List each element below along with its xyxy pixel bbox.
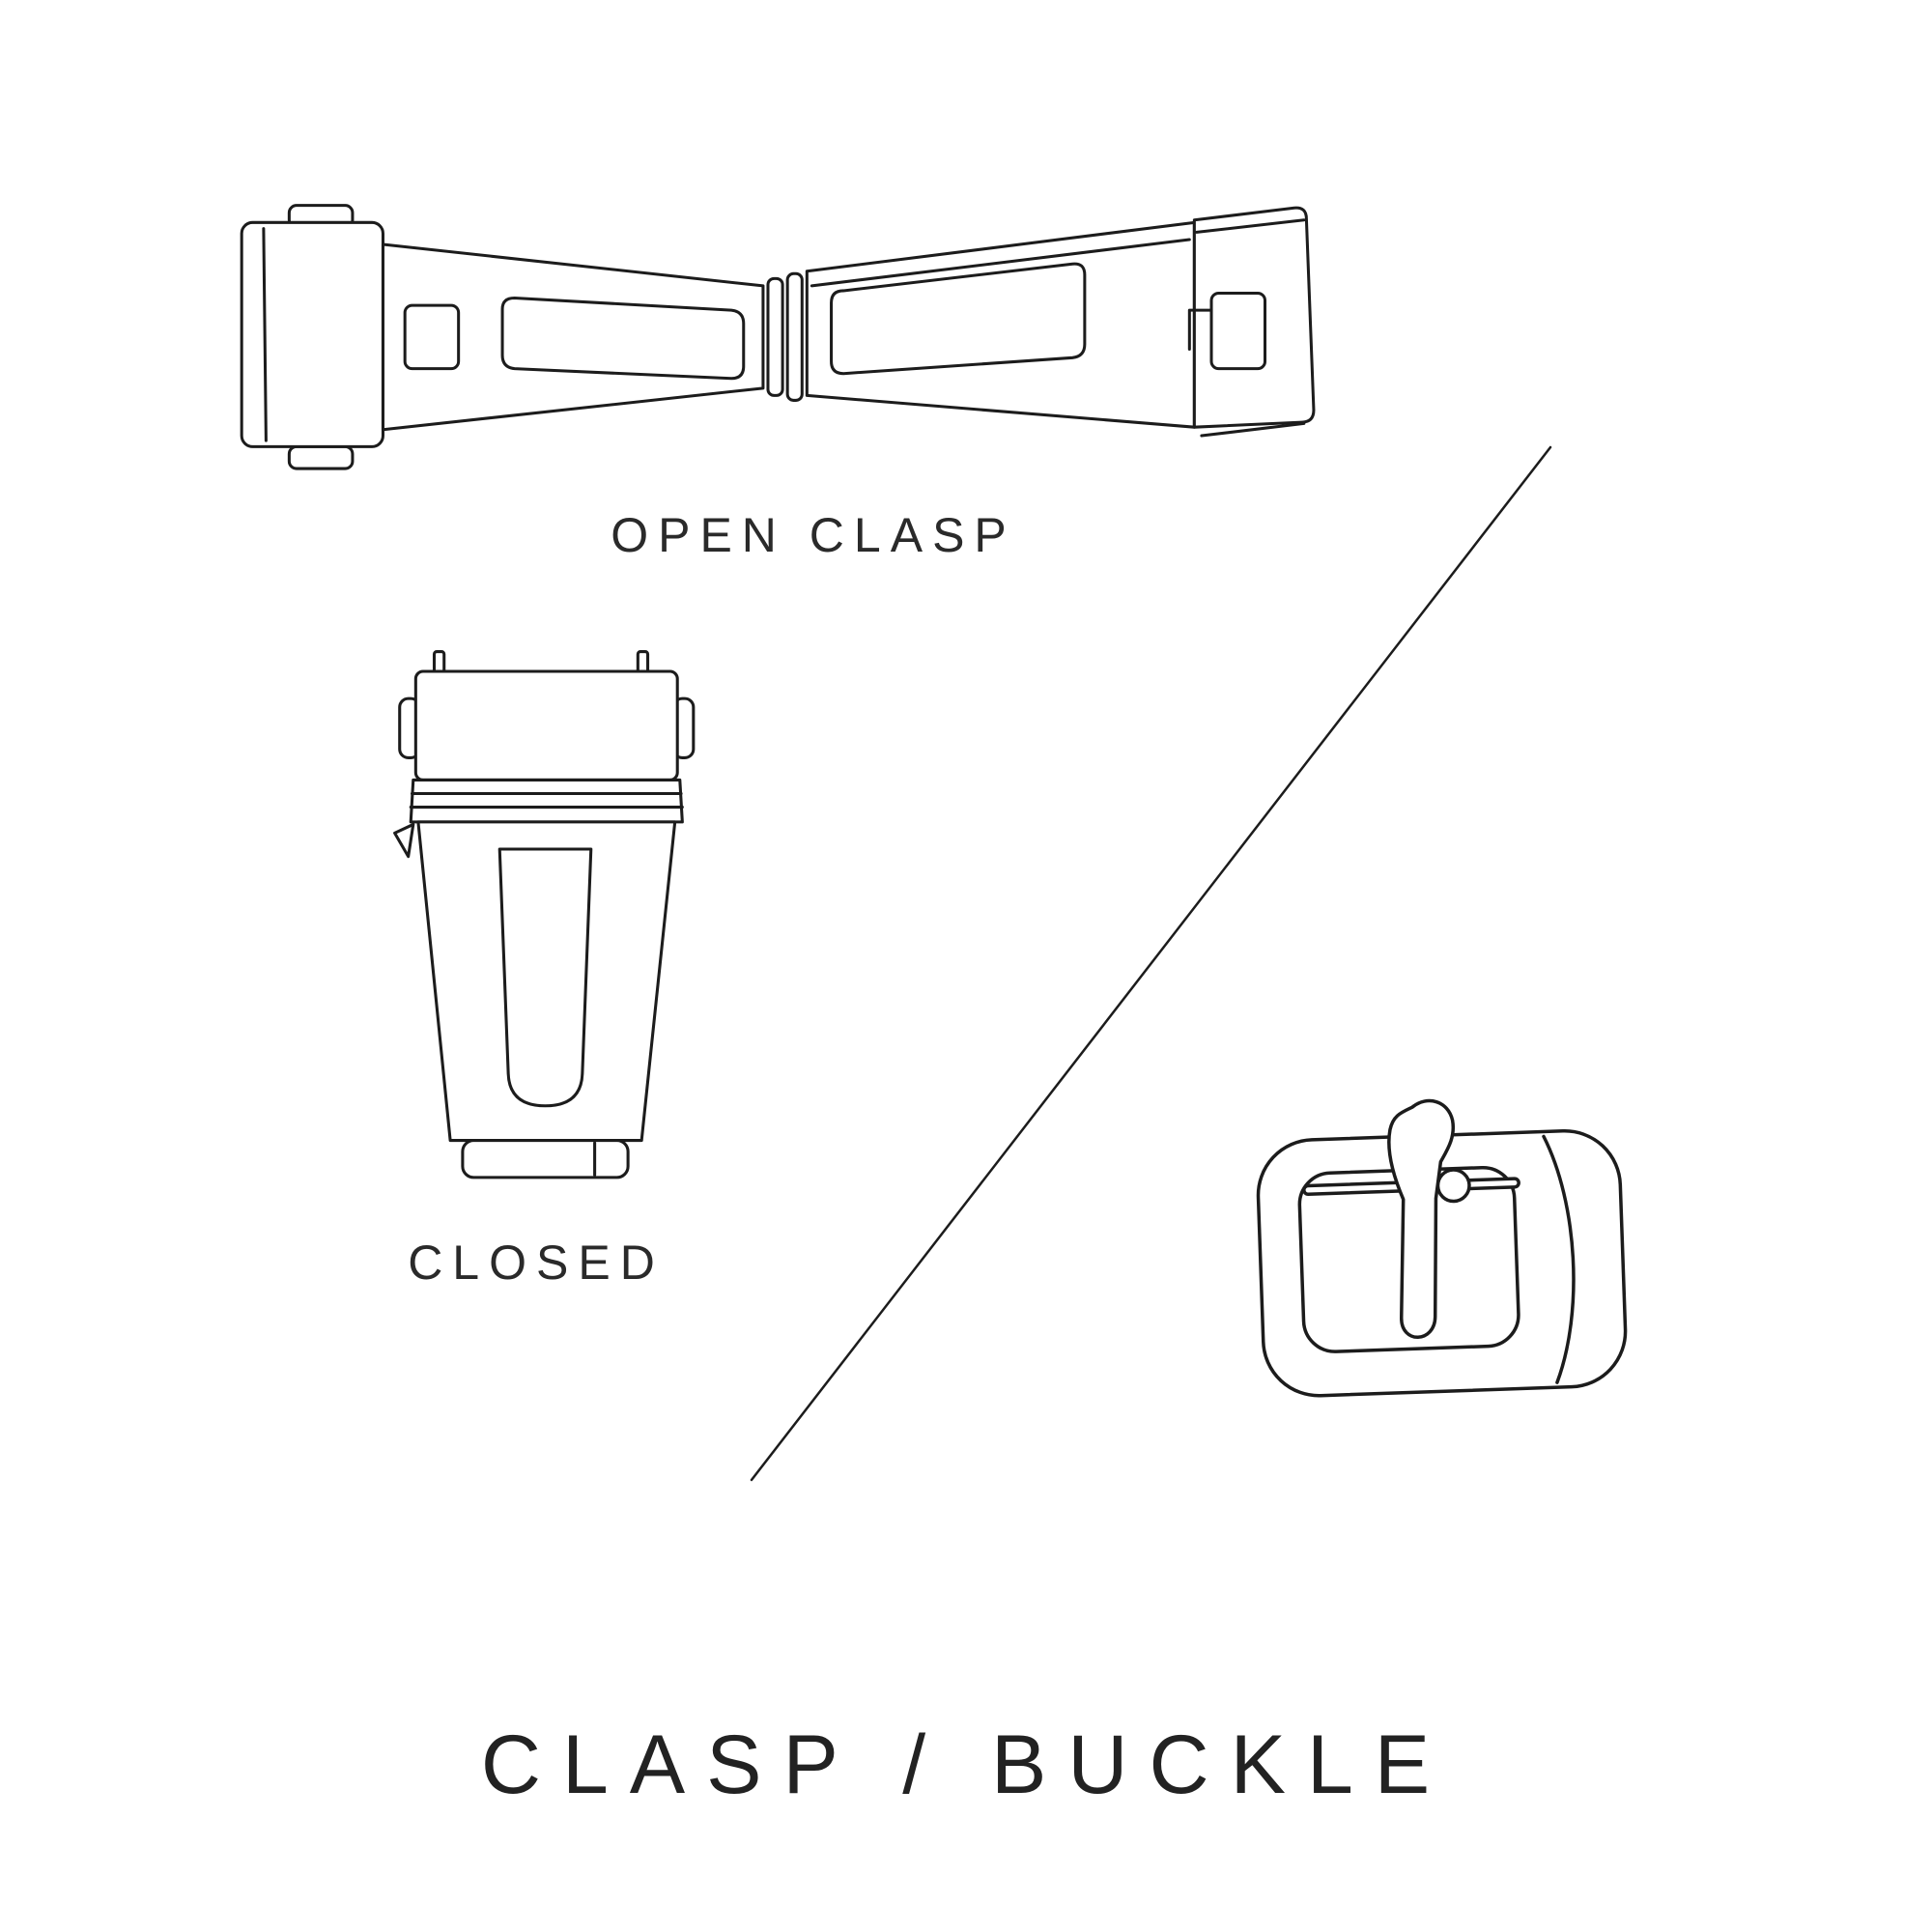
open-clasp-drawing — [240, 204, 1316, 470]
open-clasp-illustration — [240, 204, 1316, 470]
tang-buckle-drawing — [1256, 1098, 1628, 1398]
tang-buckle-illustration — [1256, 1098, 1628, 1398]
page-title: CLASP / BUCKLE — [480, 1719, 1452, 1811]
diagonal-divider-line — [750, 445, 1552, 1482]
closed-clasp-drawing — [393, 650, 696, 1179]
open-clasp-label: OPEN CLASP — [611, 508, 1016, 562]
closed-clasp-illustration — [393, 650, 696, 1179]
closed-clasp-label: CLOSED — [408, 1236, 665, 1290]
